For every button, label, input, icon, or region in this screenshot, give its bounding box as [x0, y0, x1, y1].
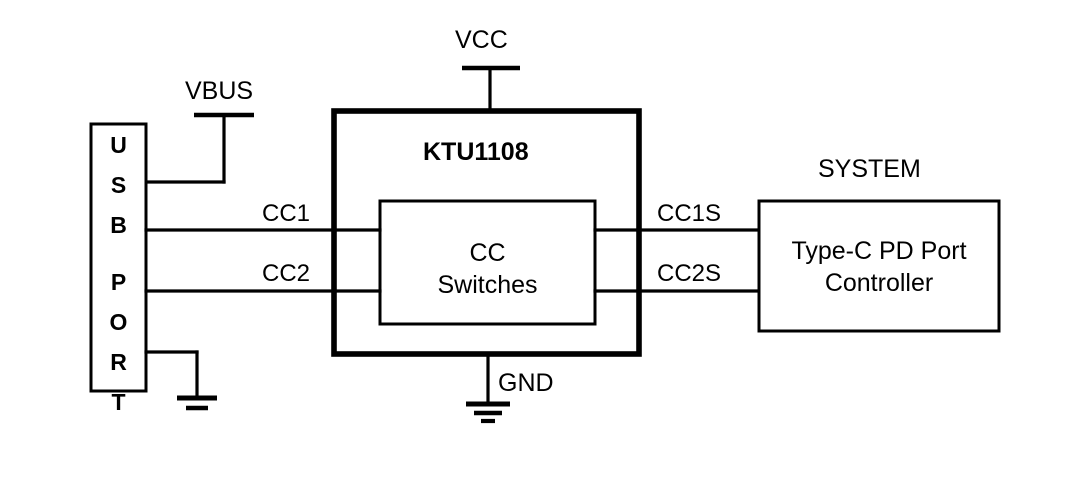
usb-letter-r: R — [110, 349, 127, 375]
system-box-label: Type-C PD Port Controller — [759, 235, 999, 299]
vcc-label: VCC — [455, 26, 508, 54]
vbus-rail-icon — [146, 112, 254, 184]
usb-letter-b: B — [110, 212, 127, 238]
ground-symbol-icon-chip — [466, 401, 510, 424]
cc-switches-label: CC Switches — [380, 237, 595, 301]
chip-name-label: KTU1108 — [423, 138, 529, 166]
usb-letter-p: P — [110, 269, 127, 295]
system-heading-label: SYSTEM — [818, 155, 921, 183]
usb-ground-wire — [144, 350, 199, 400]
ground-symbol-icon-left — [177, 395, 217, 411]
usb-port-box — [89, 122, 148, 393]
cc-switches-line2: Switches — [437, 271, 538, 299]
cc2s-label: CC2S — [657, 260, 722, 287]
cc1s-label: CC1S — [657, 200, 722, 227]
usb-letter-s: S — [110, 172, 127, 198]
vbus-label: VBUS — [185, 77, 254, 105]
usb-letter-t: T — [111, 389, 126, 415]
cc2-label: CC2 — [262, 260, 311, 287]
cc1-label: CC1 — [262, 200, 311, 227]
system-controller-box — [757, 199, 1001, 333]
system-box-line2: Controller — [824, 269, 934, 297]
usb-port-label-stack: U S B P O R T — [91, 134, 146, 414]
system-box-line1: Type-C PD Port — [791, 237, 967, 265]
cc-switches-line1: CC — [469, 239, 506, 267]
cc-switches-box — [378, 199, 597, 326]
vcc-rail-icon — [462, 65, 520, 112]
usb-letter-o: O — [109, 309, 128, 335]
usb-letter-u: U — [110, 132, 127, 158]
gnd-label: GND — [498, 369, 554, 397]
